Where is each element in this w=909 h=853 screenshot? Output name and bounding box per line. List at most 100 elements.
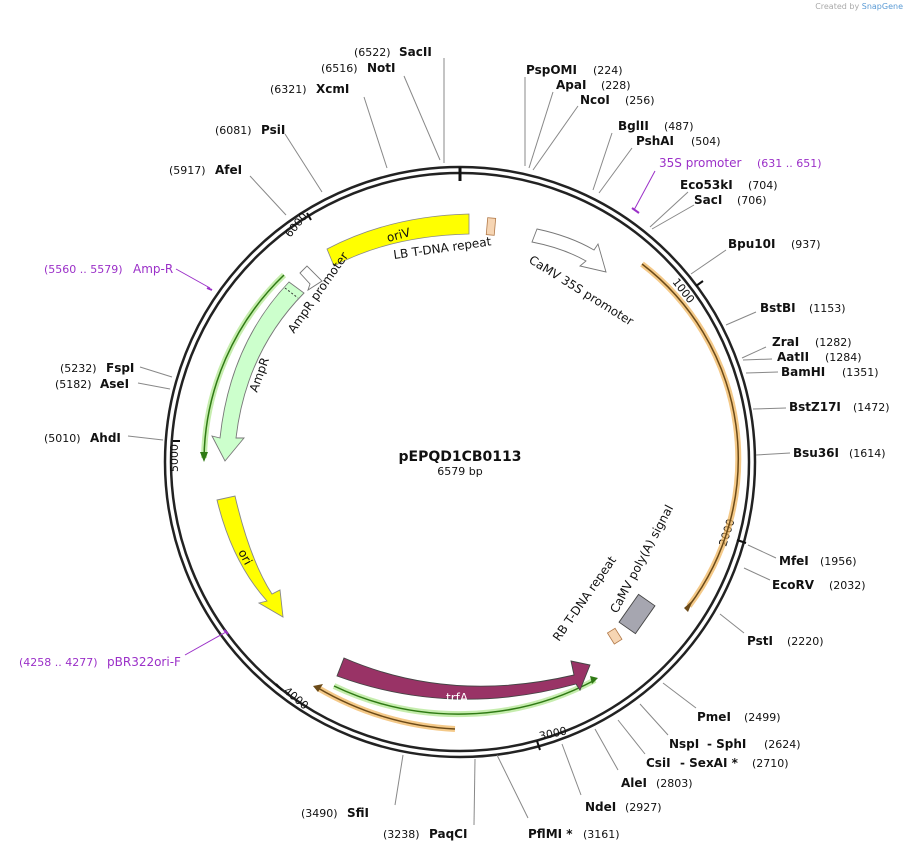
feature-oriV[interactable] xyxy=(326,213,470,267)
primer-line-amp-r xyxy=(175,268,211,289)
enzyme-alei[interactable]: AleI xyxy=(621,776,647,790)
enzyme-pos-sexai: (2710) xyxy=(752,757,789,770)
primer-line-pbr322ori xyxy=(184,631,227,656)
enzyme-pos-bstz17i: (1472) xyxy=(853,401,890,414)
primer-label-pbr322ori-f[interactable]: pBR322ori-F xyxy=(107,655,181,669)
enzyme-sexai[interactable]: - SexAI * xyxy=(680,756,739,770)
enzyme-pos-ahdi: (5010) xyxy=(44,432,81,445)
plasmid-size: 6579 bp xyxy=(437,465,482,478)
feature-rb-t-dna-repeat[interactable] xyxy=(606,627,623,645)
enzyme-bpu10i[interactable]: Bpu10I xyxy=(728,237,775,251)
feature-camv-35s-promoter[interactable] xyxy=(531,228,607,273)
enzyme-csii[interactable]: CsiI xyxy=(646,756,671,770)
feature-label-trfA: trfA xyxy=(446,691,469,705)
cut-site-lines xyxy=(127,58,791,826)
enzyme-pmei[interactable]: PmeI xyxy=(697,710,731,724)
feature-label-camv-35s-promoter: CaMV 35S promoter xyxy=(526,253,636,329)
enzyme-pos-pflmi: (3161) xyxy=(583,828,620,841)
enzyme-psti[interactable]: PstI xyxy=(747,634,773,648)
enzyme-aatii[interactable]: AatII xyxy=(777,350,809,364)
enzyme-sfii[interactable]: SfiI xyxy=(347,806,369,820)
enzyme-pflmi[interactable]: PflMI * xyxy=(528,827,573,841)
enzyme-ndei[interactable]: NdeI xyxy=(585,800,616,814)
branding: Created by SnapGene xyxy=(815,2,903,11)
orf-arc-lower-line xyxy=(317,687,456,730)
enzyme-psii[interactable]: PsiI xyxy=(261,123,285,137)
enzyme-pos-afei: (5917) xyxy=(169,164,206,177)
orf-arc-ampr-head xyxy=(200,452,208,462)
enzyme-pos-pspomi: (224) xyxy=(593,64,623,77)
enzyme-xcmi[interactable]: XcmI xyxy=(316,82,349,96)
enzyme-afei[interactable]: AfeI xyxy=(215,163,242,177)
enzyme-bsu36i[interactable]: Bsu36I xyxy=(793,446,839,460)
enzyme-pos-sfii: (3490) xyxy=(301,807,338,820)
enzyme-pos-asei: (5182) xyxy=(55,378,92,391)
branding-prefix: Created by xyxy=(815,2,860,11)
enzyme-pspomi[interactable]: PspOMI xyxy=(526,63,577,77)
enzyme-fspi[interactable]: FspI xyxy=(106,361,134,375)
enzyme-apai[interactable]: ApaI xyxy=(556,78,586,92)
primer-label-35s-promoter[interactable]: 35S promoter xyxy=(659,156,741,170)
enzyme-pos-bstbi: (1153) xyxy=(809,302,846,315)
tick-marks xyxy=(173,212,747,751)
feature-ori[interactable] xyxy=(216,495,284,618)
enzyme-pos-psti: (2220) xyxy=(787,635,824,648)
feature-ampr[interactable] xyxy=(211,281,305,462)
enzyme-sacii[interactable]: SacII xyxy=(399,45,432,59)
enzyme-pos-alei: (2803) xyxy=(656,777,693,790)
enzyme-pos-fspi: (5232) xyxy=(60,362,97,375)
primer-mark-35s xyxy=(631,207,640,214)
enzyme-ncoi[interactable]: NcoI xyxy=(580,93,610,107)
enzyme-bamhi[interactable]: BamHI xyxy=(781,365,825,379)
orf-arc-trfa-head xyxy=(590,676,598,684)
orf-arc-ampr-line xyxy=(203,274,285,459)
primer-range-35s-promoter: (631 .. 651) xyxy=(757,157,822,170)
tick-label-6000: 6000 xyxy=(282,210,310,240)
enzyme-pos-sphi: (2624) xyxy=(764,738,801,751)
enzyme-eco53ki[interactable]: Eco53kI xyxy=(680,178,733,192)
enzyme-pos-bglii: (487) xyxy=(664,120,694,133)
enzyme-asei[interactable]: AseI xyxy=(100,377,129,391)
enzyme-pos-bsu36i: (1614) xyxy=(849,447,886,460)
tick-label-5000: 5000 xyxy=(168,444,181,472)
enzyme-pshai[interactable]: PshAI xyxy=(636,134,674,148)
primer-label-amp-r[interactable]: Amp-R xyxy=(133,262,173,276)
enzyme-pos-ndei: (2927) xyxy=(625,801,662,814)
feature-label-rb-t-dna-repeat: RB T-DNA repeat xyxy=(550,553,619,643)
enzyme-pos-paqci: (3238) xyxy=(383,828,420,841)
enzyme-zrai[interactable]: ZraI xyxy=(772,335,799,349)
enzyme-pos-bpu10i: (937) xyxy=(791,238,821,251)
feature-ampr-promoter[interactable] xyxy=(299,265,323,292)
enzyme-paqci[interactable]: PaqCI xyxy=(429,827,467,841)
feature-trfA[interactable] xyxy=(336,657,591,700)
primer-range-pbr322ori-f: (4258 .. 4277) xyxy=(19,656,98,669)
snapgene-logo-text: SnapGene xyxy=(861,2,903,11)
enzyme-saci[interactable]: SacI xyxy=(694,193,722,207)
feature-camv-polya-signal[interactable] xyxy=(618,593,656,635)
orf-arc-right-line xyxy=(641,263,739,607)
enzyme-noti[interactable]: NotI xyxy=(367,61,396,75)
enzyme-bstbi[interactable]: BstBI xyxy=(760,301,796,315)
enzyme-ahdi[interactable]: AhdI xyxy=(90,431,121,445)
feature-label-ori: ori xyxy=(235,547,255,567)
feature-lb-t-dna-repeat[interactable] xyxy=(485,217,497,236)
enzyme-pos-ncoi: (256) xyxy=(625,94,655,107)
plasmid-name: pEPQD1CB0113 xyxy=(398,449,521,465)
enzyme-bstz17i[interactable]: BstZ17I xyxy=(789,400,841,414)
enzyme-pos-xcmi: (6321) xyxy=(270,83,307,96)
enzyme-bglii[interactable]: BglII xyxy=(618,119,649,133)
enzyme-ecorv[interactable]: EcoRV xyxy=(772,578,815,592)
enzyme-pos-mfei: (1956) xyxy=(820,555,857,568)
enzyme-pos-aatii: (1284) xyxy=(825,351,862,364)
enzyme-pos-bamhi: (1351) xyxy=(842,366,879,379)
enzyme-sphi[interactable]: - SphI xyxy=(707,737,746,751)
orf-arc-trfa-line xyxy=(333,679,596,715)
enzyme-pos-psii: (6081) xyxy=(215,124,252,137)
enzyme-pos-noti: (6516) xyxy=(321,62,358,75)
ampr-dotted-marker xyxy=(284,287,299,299)
enzyme-mfei[interactable]: MfeI xyxy=(779,554,809,568)
orf-arc-right xyxy=(640,261,742,608)
tick-label-3000: 3000 xyxy=(538,724,568,743)
enzyme-nspi[interactable]: NspI xyxy=(669,737,699,751)
enzyme-pos-apai: (228) xyxy=(601,79,631,92)
